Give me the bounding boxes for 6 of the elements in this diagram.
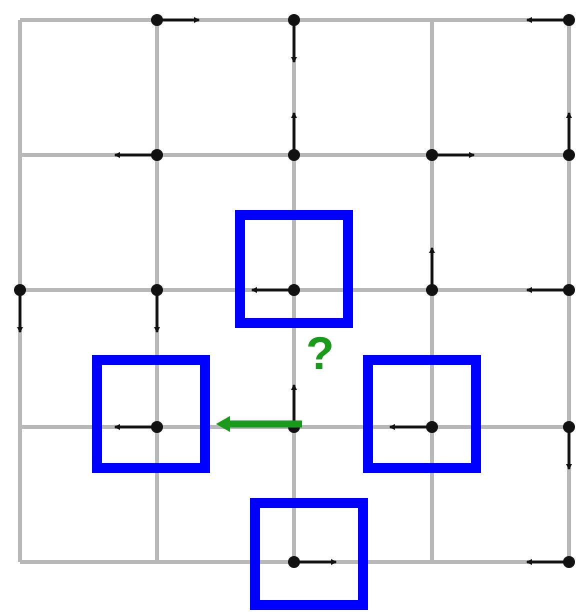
arrow [216,416,302,432]
question-mark: ? [306,330,334,376]
highlight-square [92,355,210,473]
highlight-square [363,355,481,473]
highlight-square [235,210,353,328]
highlight-square [250,498,368,610]
